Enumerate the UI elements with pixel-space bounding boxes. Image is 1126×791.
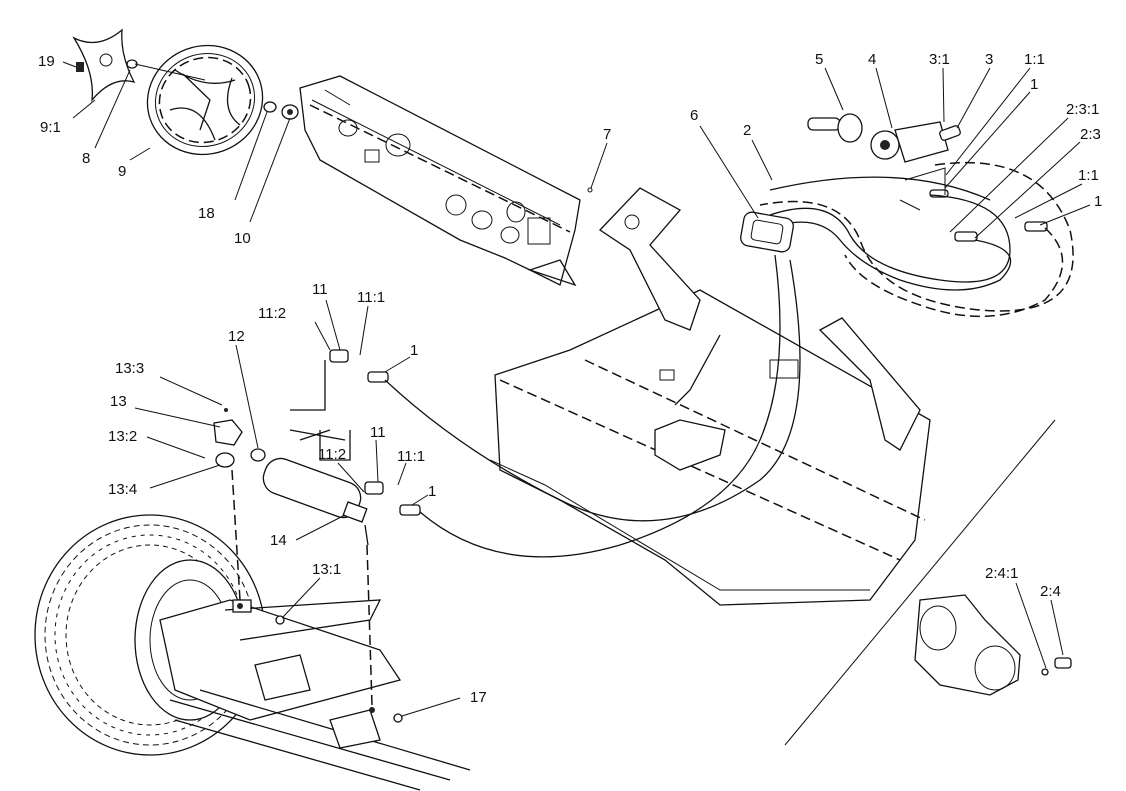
callout-3-1: 3:1 — [929, 51, 950, 68]
floor-plate — [489, 187, 931, 606]
part-12 — [250, 448, 266, 462]
part-13 — [213, 419, 243, 446]
callout-8: 8 — [82, 150, 90, 167]
steering-cylinder-14 — [213, 349, 421, 546]
callout-19: 19 — [38, 53, 55, 70]
steering-wheel-assembly — [72, 28, 299, 156]
callout-7: 7 — [603, 126, 611, 143]
callout-11-1a: 11:1 — [357, 289, 385, 306]
callout-13-4: 13:4 — [108, 481, 137, 498]
inset-divider — [784, 419, 1056, 746]
callout-12: 12 — [228, 328, 245, 345]
part-17 — [393, 713, 403, 723]
connector-13 — [231, 469, 241, 601]
callout-2: 2 — [743, 122, 751, 139]
leader-lines — [62, 61, 1091, 717]
dash-panel — [299, 75, 581, 287]
callout-11-2a: 11:2 — [258, 305, 286, 322]
callout-labels: 19 9:1 8 9 18 10 7 5 4 3:1 3 1:1 1 2:3:1… — [38, 51, 1102, 706]
callout-2-3-1: 2:3:1 — [1066, 101, 1099, 118]
callout-13-1: 13:1 — [312, 561, 341, 578]
callout-2-4: 2:4 — [1040, 583, 1061, 600]
callout-14: 14 — [270, 532, 287, 549]
hydraulic-hoses-upper — [759, 161, 1074, 318]
callout-1b: 1 — [1094, 193, 1102, 210]
inset-pump — [914, 594, 1072, 696]
callout-13-2: 13:2 — [108, 428, 137, 445]
callout-11a: 11 — [312, 281, 328, 298]
callout-6: 6 — [690, 107, 698, 124]
connector-14 — [366, 544, 373, 706]
steering-valve-assembly — [807, 113, 1048, 242]
part-13-4 — [215, 452, 235, 468]
callout-11-2b: 11:2 — [318, 446, 346, 463]
callout-13-3: 13:3 — [115, 360, 144, 377]
callout-11-1b: 11:1 — [397, 448, 425, 465]
grommet-6 — [740, 211, 794, 253]
callout-9: 9 — [118, 163, 126, 180]
callout-1d: 1 — [428, 483, 436, 500]
hydraulic-hoses-lower — [384, 254, 801, 558]
callout-4: 4 — [868, 51, 876, 68]
callout-1-1a: 1:1 — [1024, 51, 1045, 68]
callout-2-4-1: 2:4:1 — [985, 565, 1018, 582]
callout-2-3: 2:3 — [1080, 126, 1101, 143]
callout-17: 17 — [470, 689, 487, 706]
callout-3: 3 — [985, 51, 993, 68]
callout-5: 5 — [815, 51, 823, 68]
wheel-and-axle — [34, 514, 471, 791]
callout-1-1b: 1:1 — [1078, 167, 1099, 184]
callout-18: 18 — [198, 205, 215, 222]
callout-1a: 1 — [1030, 76, 1038, 93]
part-7 — [587, 187, 593, 193]
callout-1c: 1 — [410, 342, 418, 359]
callout-9-1: 9:1 — [40, 119, 61, 136]
callout-11b: 11 — [370, 424, 386, 441]
callout-10: 10 — [234, 230, 251, 247]
callout-13: 13 — [110, 393, 127, 410]
